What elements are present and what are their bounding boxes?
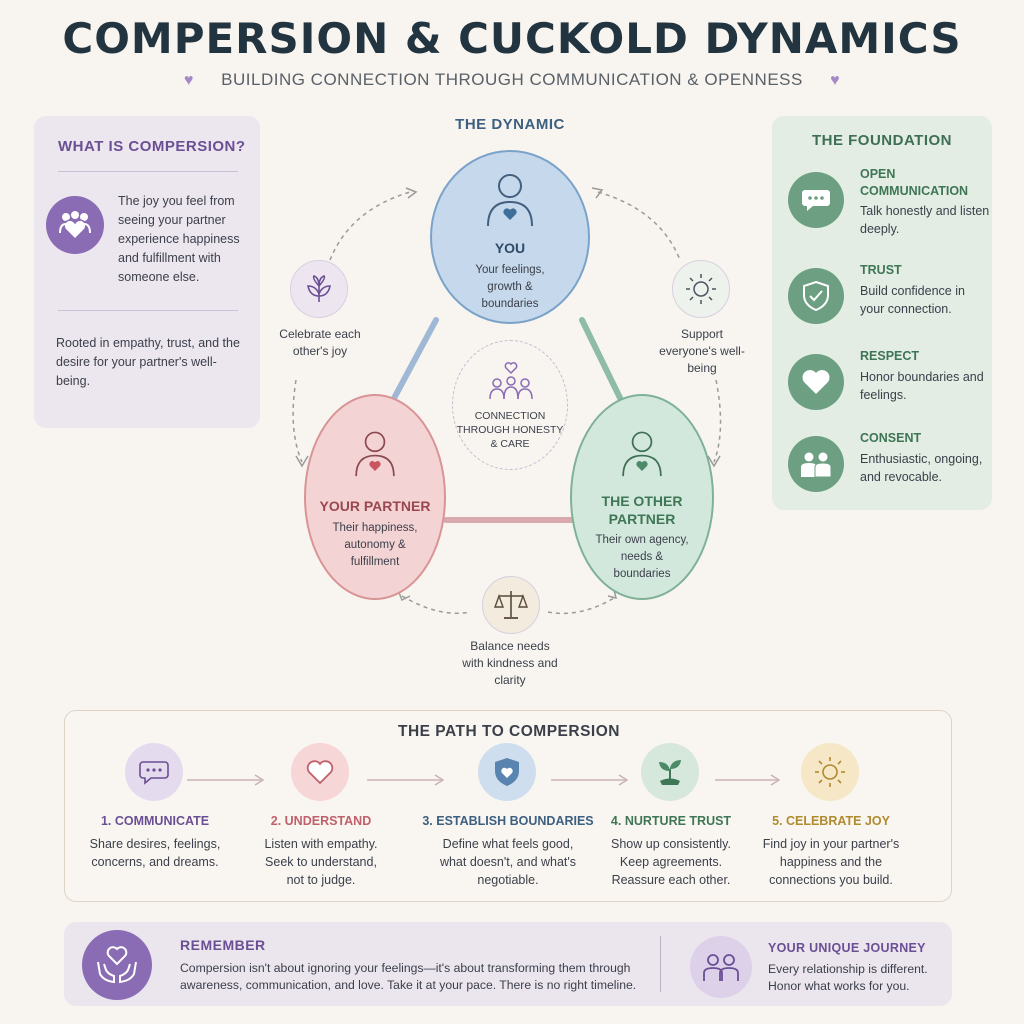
heart-icon — [788, 354, 844, 410]
two-people-icon — [690, 936, 752, 998]
center-connection: CONNECTION THROUGH HONESTY & CARE — [452, 340, 568, 470]
foundation-title: THE FOUNDATION — [811, 132, 953, 149]
foundation-item-consent: CONSENT Enthusiastic, ongoing, and revoc… — [788, 430, 988, 504]
step-head: 3. ESTABLISH BOUNDARIES — [422, 814, 594, 828]
journey-text: Every relationship is different. Honor w… — [768, 962, 928, 993]
chat-bubble-icon — [788, 172, 844, 228]
arrow-right-icon — [551, 774, 629, 786]
sun-icon — [672, 260, 730, 318]
foundation-head: RESPECT — [860, 349, 920, 363]
arrow-right-icon — [367, 774, 445, 786]
what-is-title: WHAT IS COMPERSION? — [58, 138, 246, 155]
page-title: COMPERSION & CUCKOLD DYNAMICS — [62, 14, 962, 63]
path-title: THE PATH TO COMPERSION — [398, 723, 620, 740]
path-section: THE PATH TO COMPERSION 1. COMMUNICATE Sh… — [64, 710, 952, 902]
dashed-arrow — [329, 191, 411, 261]
foundation-item-trust: TRUST Build confidence in your connectio… — [788, 262, 988, 336]
definition-text: The joy you feel from seeing your partne… — [118, 194, 240, 284]
node-you-desc: Your feelings, growth & boundaries — [475, 264, 545, 310]
node-you: YOU Your feelings, growth & boundaries — [430, 150, 590, 324]
group-heart-icon — [489, 362, 533, 400]
foundation-desc: Enthusiastic, ongoing, and revocable. — [860, 452, 983, 484]
support-label: Support everyone's well-being — [659, 327, 745, 375]
subtitle-text: BUILDING CONNECTION THROUGH COMMUNICATIO… — [221, 70, 803, 89]
step-desc: Listen with empathy. Seek to understand,… — [264, 837, 378, 887]
dynamic-connectors — [292, 187, 722, 615]
foundation-head: CONSENT — [860, 431, 922, 445]
page-subtitle: ♥ BUILDING CONNECTION THROUGH COMMUNICAT… — [0, 70, 1024, 90]
step-head: 2. UNDERSTAND — [270, 814, 372, 828]
arrow-right-icon — [715, 774, 781, 786]
divider — [58, 310, 238, 311]
person-heart-icon — [622, 431, 662, 477]
foundation-item-communication: OPEN COMMUNICATION Talk honestly and lis… — [788, 166, 989, 240]
roots-text: Rooted in empathy, trust, and the desire… — [56, 336, 240, 388]
remember-title: REMEMBER — [180, 937, 266, 953]
connector-you-partner — [389, 317, 439, 405]
dashed-arrow — [547, 597, 615, 615]
dashed-arrow — [292, 379, 303, 463]
foundation-desc: Build confidence in your connection. — [860, 284, 965, 316]
foundation-desc: Honor boundaries and feelings. — [860, 370, 984, 402]
dashed-arrow — [597, 191, 681, 261]
dashed-arrow — [401, 595, 471, 615]
divider — [660, 936, 661, 992]
people-icon — [788, 436, 844, 492]
hands-heart-icon — [82, 930, 152, 1000]
foundation-head: TRUST — [860, 263, 902, 277]
node-partner-desc: Their happiness, autonomy & fulfillment — [332, 522, 418, 568]
foundation-panel: THE FOUNDATION OPEN COMMUNICATION Talk h… — [772, 116, 992, 510]
step-head: 1. COMMUNICATE — [100, 814, 210, 828]
step-desc: Find joy in your partner's happiness and… — [762, 837, 900, 887]
step-head: 5. CELEBRATE JOY — [772, 814, 890, 828]
shield-check-icon — [788, 268, 844, 324]
heart-icon: ♥ — [183, 72, 194, 89]
journey-title: YOUR UNIQUE JOURNEY — [768, 941, 926, 955]
dashed-arrow — [713, 379, 722, 463]
celebrate-label: Celebrate each other's joy — [279, 327, 361, 358]
heart-icon — [291, 743, 349, 801]
node-other-label: THE OTHER PARTNER — [601, 493, 683, 527]
remember-banner: REMEMBER Compersion isn't about ignoring… — [64, 922, 952, 1006]
foundation-desc: Talk honestly and listen deeply. — [860, 204, 990, 236]
remember-text: Compersion isn't about ignoring your fee… — [180, 961, 637, 992]
scales-icon — [482, 576, 540, 634]
heart-icon: ♥ — [830, 72, 841, 89]
what-is-compersion-panel: WHAT IS COMPERSION? The joy you feel fro… — [34, 116, 260, 428]
step-head: 4. NURTURE TRUST — [610, 814, 732, 828]
balance-label: Balance needs with kindness and clarity — [462, 639, 558, 687]
chat-bubble-icon — [125, 743, 183, 801]
shield-icon — [478, 743, 536, 801]
divider — [58, 171, 238, 172]
node-you-label: YOU — [494, 240, 526, 256]
foundation-item-respect: RESPECT Honor boundaries and feelings. — [788, 348, 988, 422]
step-desc: Define what feels good, what doesn't, an… — [439, 837, 577, 887]
person-heart-icon — [487, 174, 533, 227]
arrow-right-icon — [187, 774, 265, 786]
node-other-partner: THE OTHER PARTNER Their own agency, need… — [570, 394, 714, 600]
step-desc: Share desires, feelings, concerns, and d… — [89, 837, 221, 869]
hearts-group-icon — [46, 196, 104, 254]
person-heart-icon — [355, 431, 395, 477]
foundation-head: OPEN COMMUNICATION — [860, 167, 969, 198]
plant-icon — [290, 260, 348, 318]
node-your-partner: YOUR PARTNER Their happiness, autonomy &… — [304, 394, 446, 600]
step-desc: Show up consistently. Keep agreements. R… — [611, 837, 731, 887]
sprout-icon — [641, 743, 699, 801]
sun-icon — [801, 743, 859, 801]
connector-you-other — [579, 317, 625, 405]
node-partner-label: YOUR PARTNER — [319, 498, 431, 514]
dynamic-title: THE DYNAMIC — [455, 116, 565, 133]
node-other-desc: Their own agency, needs & boundaries — [595, 534, 689, 580]
center-label: CONNECTION THROUGH HONESTY & CARE — [456, 410, 564, 450]
